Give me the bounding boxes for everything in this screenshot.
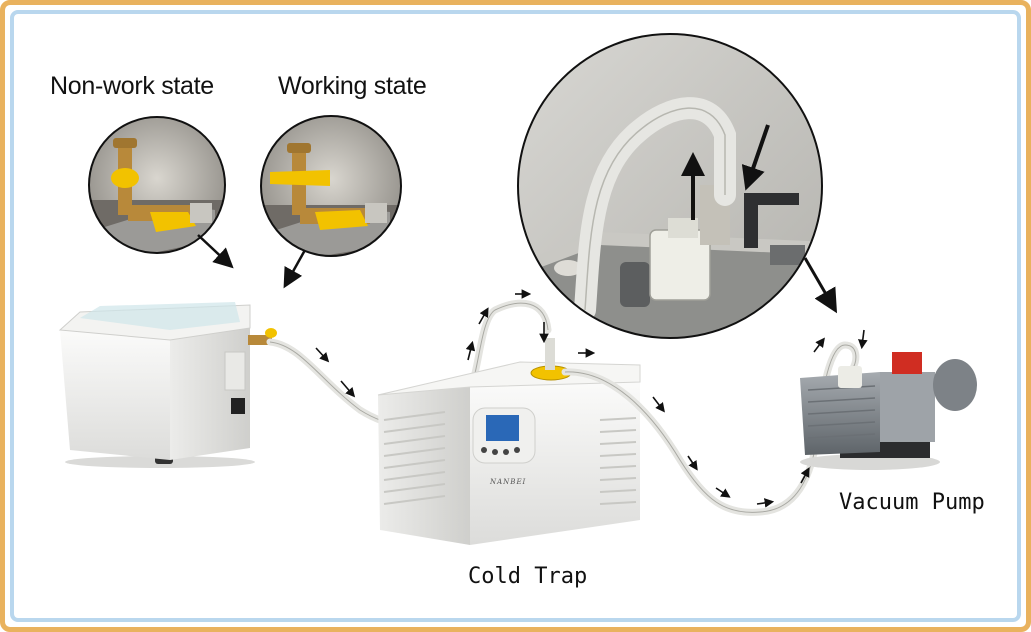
- non-work-valve-inset: [88, 116, 226, 254]
- pointer-arrow: [803, 257, 838, 314]
- freeze-dryer: [58, 302, 277, 468]
- brand-logo: NANBEI: [490, 478, 527, 486]
- working-state-label: Working state: [278, 72, 427, 100]
- valve-handle-icon: [111, 168, 139, 188]
- flow-arrows: [315, 289, 868, 508]
- cold-trap: [377, 338, 641, 545]
- valve-handle-icon: [270, 170, 330, 186]
- vacuum-pump-label: Vacuum Pump: [839, 490, 985, 515]
- flow-arrow-down: [741, 124, 770, 191]
- lid: [80, 302, 240, 330]
- pointer-arrow: [197, 234, 234, 269]
- cold-trap-label: Cold Trap: [468, 564, 588, 589]
- non-work-state-label: Non-work state: [50, 72, 214, 100]
- inner-frame: [10, 10, 1021, 622]
- pointer-arrow: [283, 249, 307, 289]
- display: [486, 415, 519, 441]
- working-valve-inset: [260, 115, 402, 257]
- trap-connection-inset: [517, 33, 823, 339]
- vacuum-pump: [800, 352, 977, 470]
